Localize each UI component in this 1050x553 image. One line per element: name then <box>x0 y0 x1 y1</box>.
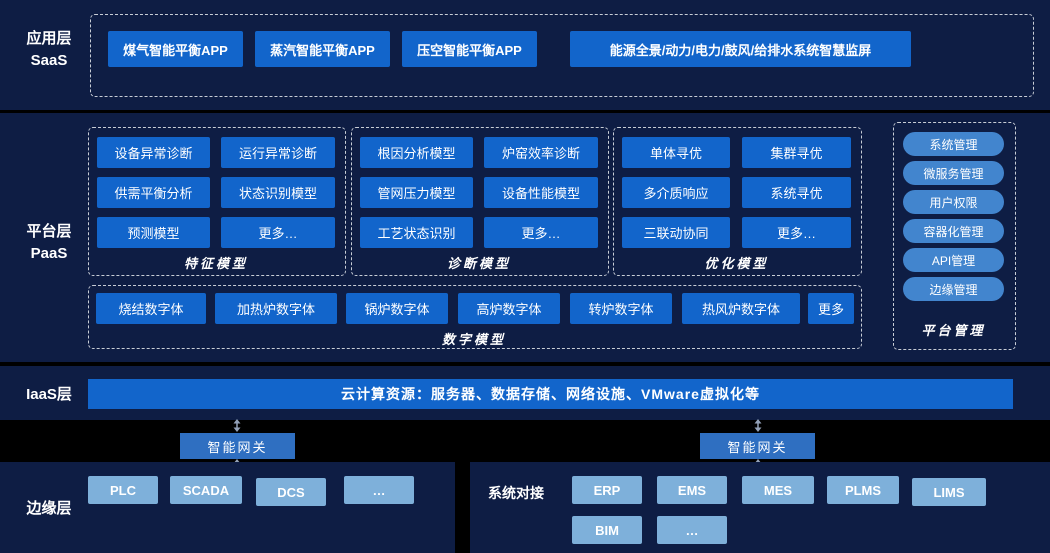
double-arrow-icon <box>753 419 763 432</box>
edge-system-button[interactable]: DCS <box>256 478 326 506</box>
saas-layer-label: 应用层 SaaS <box>8 28 90 72</box>
integration-system-button[interactable]: PLMS <box>827 476 899 504</box>
saas-app-button[interactable]: 蒸汽智能平衡APP <box>255 31 390 67</box>
platform-mgmt-button[interactable]: 边缘管理 <box>903 277 1004 301</box>
double-arrow-icon <box>232 419 242 432</box>
digital-model-title: 数字模型 <box>441 332 506 347</box>
feature-model-box <box>88 127 346 276</box>
model-button[interactable]: 多介质响应 <box>622 177 730 208</box>
model-button[interactable]: 管网压力模型 <box>360 177 473 208</box>
integration-system-button[interactable]: LIMS <box>912 478 986 506</box>
digital-model-box <box>88 285 862 349</box>
model-button[interactable]: 根因分析模型 <box>360 137 473 168</box>
digital-model-button[interactable]: 烧结数字体 <box>96 293 206 324</box>
smart-gateway-button[interactable]: 智能网关 <box>700 433 815 459</box>
model-button[interactable]: 单体寻优 <box>622 137 730 168</box>
platform-mgmt-button[interactable]: 容器化管理 <box>903 219 1004 243</box>
edge-system-button[interactable]: SCADA <box>170 476 242 504</box>
platform-mgmt-button[interactable]: API管理 <box>903 248 1004 272</box>
digital-model-button[interactable]: 加热炉数字体 <box>215 293 337 324</box>
edge-system-button[interactable]: … <box>344 476 414 504</box>
model-button[interactable]: 预测模型 <box>97 217 210 248</box>
digital-model-button[interactable]: 转炉数字体 <box>570 293 672 324</box>
platform-management-title: 平台管理 <box>921 323 986 338</box>
model-button[interactable]: 集群寻优 <box>742 137 851 168</box>
paas-layer-label-cn: 平台层 <box>26 223 72 240</box>
model-button[interactable]: 系统寻优 <box>742 177 851 208</box>
edge-layer-label: 边缘层 <box>26 500 72 517</box>
optimization-model-title: 优化模型 <box>704 256 769 271</box>
model-button[interactable]: 状态识别模型 <box>221 177 335 208</box>
integration-system-button[interactable]: MES <box>742 476 814 504</box>
platform-management-box <box>893 122 1016 350</box>
integration-system-button[interactable]: BIM <box>572 516 642 544</box>
digital-model-button[interactable]: 锅炉数字体 <box>346 293 448 324</box>
model-button[interactable]: 设备性能模型 <box>484 177 598 208</box>
integration-system-button[interactable]: EMS <box>657 476 727 504</box>
model-button[interactable]: 设备异常诊断 <box>97 137 210 168</box>
model-button[interactable]: 炉窑效率诊断 <box>484 137 598 168</box>
digital-model-button[interactable]: 更多 <box>808 293 854 324</box>
saas-layer-label-cn: 应用层 <box>26 30 72 47</box>
feature-model-title: 特征模型 <box>183 256 248 271</box>
diagnosis-model-box <box>351 127 609 276</box>
integration-system-button[interactable]: ERP <box>572 476 642 504</box>
model-button[interactable]: 更多… <box>484 217 598 248</box>
digital-model-button[interactable]: 热风炉数字体 <box>682 293 800 324</box>
model-button[interactable]: 三联动协同 <box>622 217 730 248</box>
integration-label: 系统对接 <box>488 485 544 501</box>
saas-layer-label-en: SaaS <box>30 51 68 69</box>
integration-system-button[interactable]: … <box>657 516 727 544</box>
paas-layer-label: 平台层 PaaS <box>8 221 90 265</box>
diagnosis-model-title: 诊断模型 <box>446 256 511 271</box>
platform-mgmt-button[interactable]: 系统管理 <box>903 132 1004 156</box>
model-button[interactable]: 工艺状态识别 <box>360 217 473 248</box>
model-button[interactable]: 更多… <box>221 217 335 248</box>
model-button[interactable]: 更多… <box>742 217 851 248</box>
platform-mgmt-button[interactable]: 微服务管理 <box>903 161 1004 185</box>
saas-app-button[interactable]: 煤气智能平衡APP <box>108 31 243 67</box>
saas-app-button[interactable]: 能源全景/动力/电力/鼓风/给排水系统智慧监屏 <box>570 31 911 67</box>
optimization-model-box <box>613 127 862 276</box>
model-button[interactable]: 供需平衡分析 <box>97 177 210 208</box>
smart-gateway-button[interactable]: 智能网关 <box>180 433 295 459</box>
edge-system-button[interactable]: PLC <box>88 476 158 504</box>
model-button[interactable]: 运行异常诊断 <box>221 137 335 168</box>
platform-mgmt-button[interactable]: 用户权限 <box>903 190 1004 214</box>
digital-model-button[interactable]: 高炉数字体 <box>458 293 560 324</box>
saas-dashed-box <box>90 14 1034 97</box>
saas-app-button[interactable]: 压空智能平衡APP <box>402 31 537 67</box>
paas-layer-label-en: PaaS <box>30 244 68 262</box>
iaas-resources-bar[interactable]: 云计算资源：服务器、数据存储、网络设施、VMware虚拟化等 <box>88 379 1013 409</box>
iaas-layer-label: IaaS层 <box>26 386 72 403</box>
